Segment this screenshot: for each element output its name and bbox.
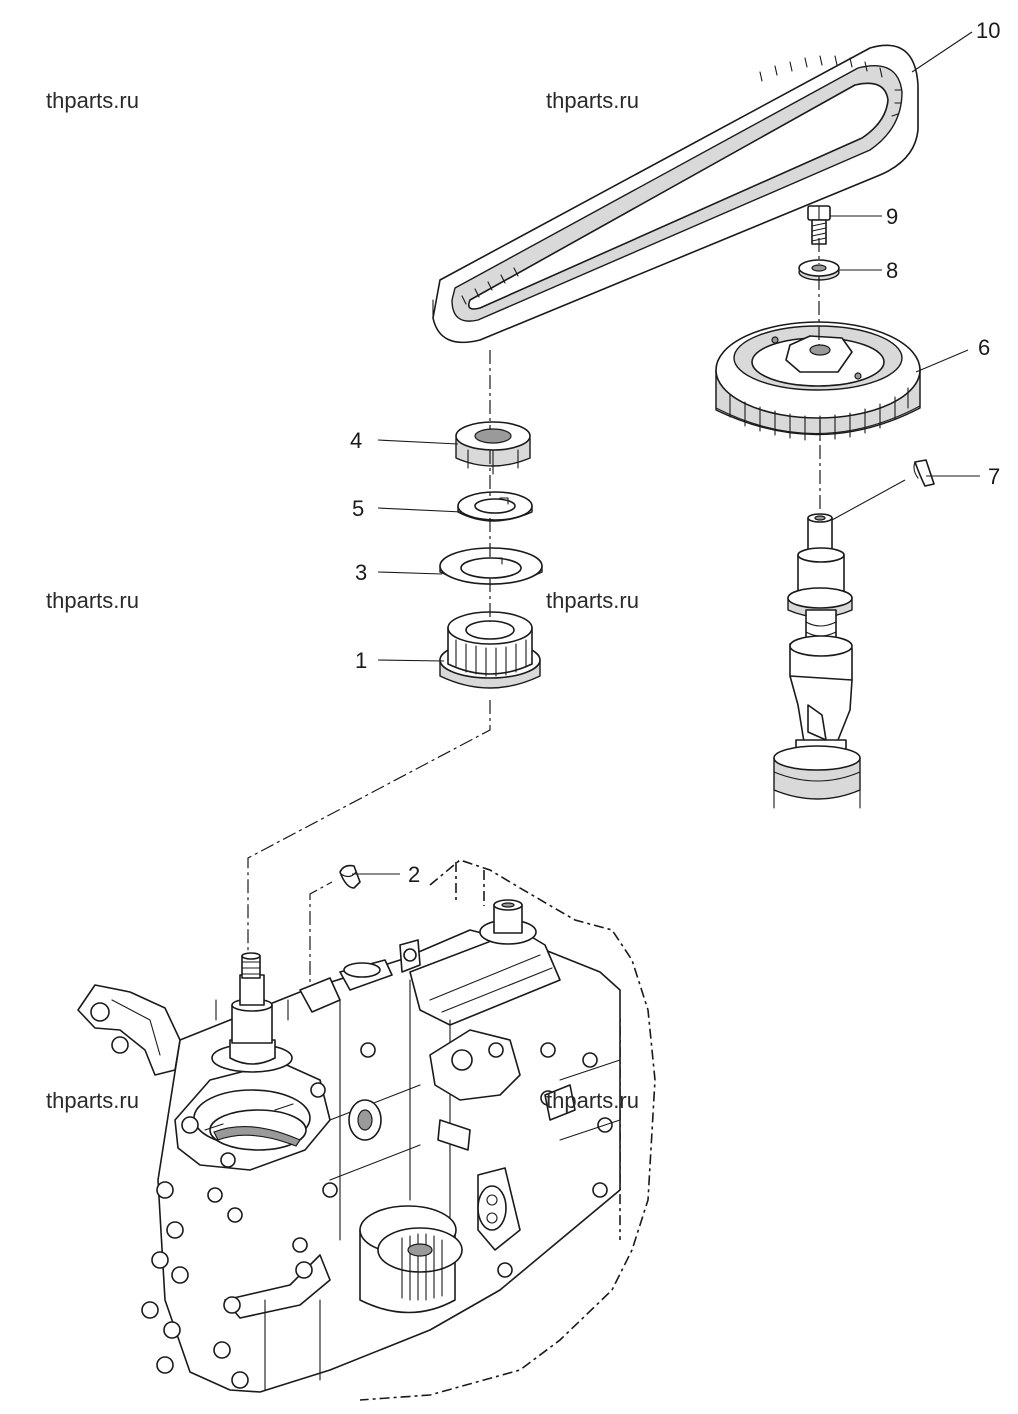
callout-numbers: 1 2 3 4 5 6 7 8 9 10 [350, 18, 1000, 887]
watermark: thparts.ru [46, 588, 139, 613]
assembly-centerlines [247, 238, 821, 1000]
callout-9: 9 [886, 204, 898, 229]
callout-10: 10 [976, 18, 1000, 43]
watermark: thparts.ru [546, 1088, 639, 1113]
callout-1: 1 [355, 648, 367, 673]
callout-8: 8 [886, 258, 898, 283]
drive-sprocket [439, 611, 541, 689]
watermark: thparts.ru [46, 88, 139, 113]
cylinder-block [77, 859, 656, 1401]
watermark: thparts.ru [546, 588, 639, 613]
callout-2: 2 [408, 862, 420, 887]
plate-washer [439, 547, 543, 585]
timing-belt [432, 44, 919, 344]
callout-4: 4 [350, 428, 362, 453]
watermark: thparts.ru [546, 88, 639, 113]
camshaft-pulley [715, 321, 921, 441]
watermarks: thparts.ru thparts.ru thparts.ru thparts… [46, 88, 639, 1113]
bolt [807, 205, 831, 245]
callout-3: 3 [355, 560, 367, 585]
block-bolts [141, 1042, 613, 1389]
woodruff-key-left [339, 864, 361, 889]
callout-7: 7 [988, 464, 1000, 489]
callout-5: 5 [352, 496, 364, 521]
lock-washer [457, 491, 533, 522]
watermark: thparts.ru [46, 1088, 139, 1113]
callout-6: 6 [978, 335, 990, 360]
woodruff-key-right [913, 459, 935, 487]
callout-leaders [352, 31, 980, 875]
camshaft [773, 513, 861, 809]
nut [455, 421, 531, 475]
